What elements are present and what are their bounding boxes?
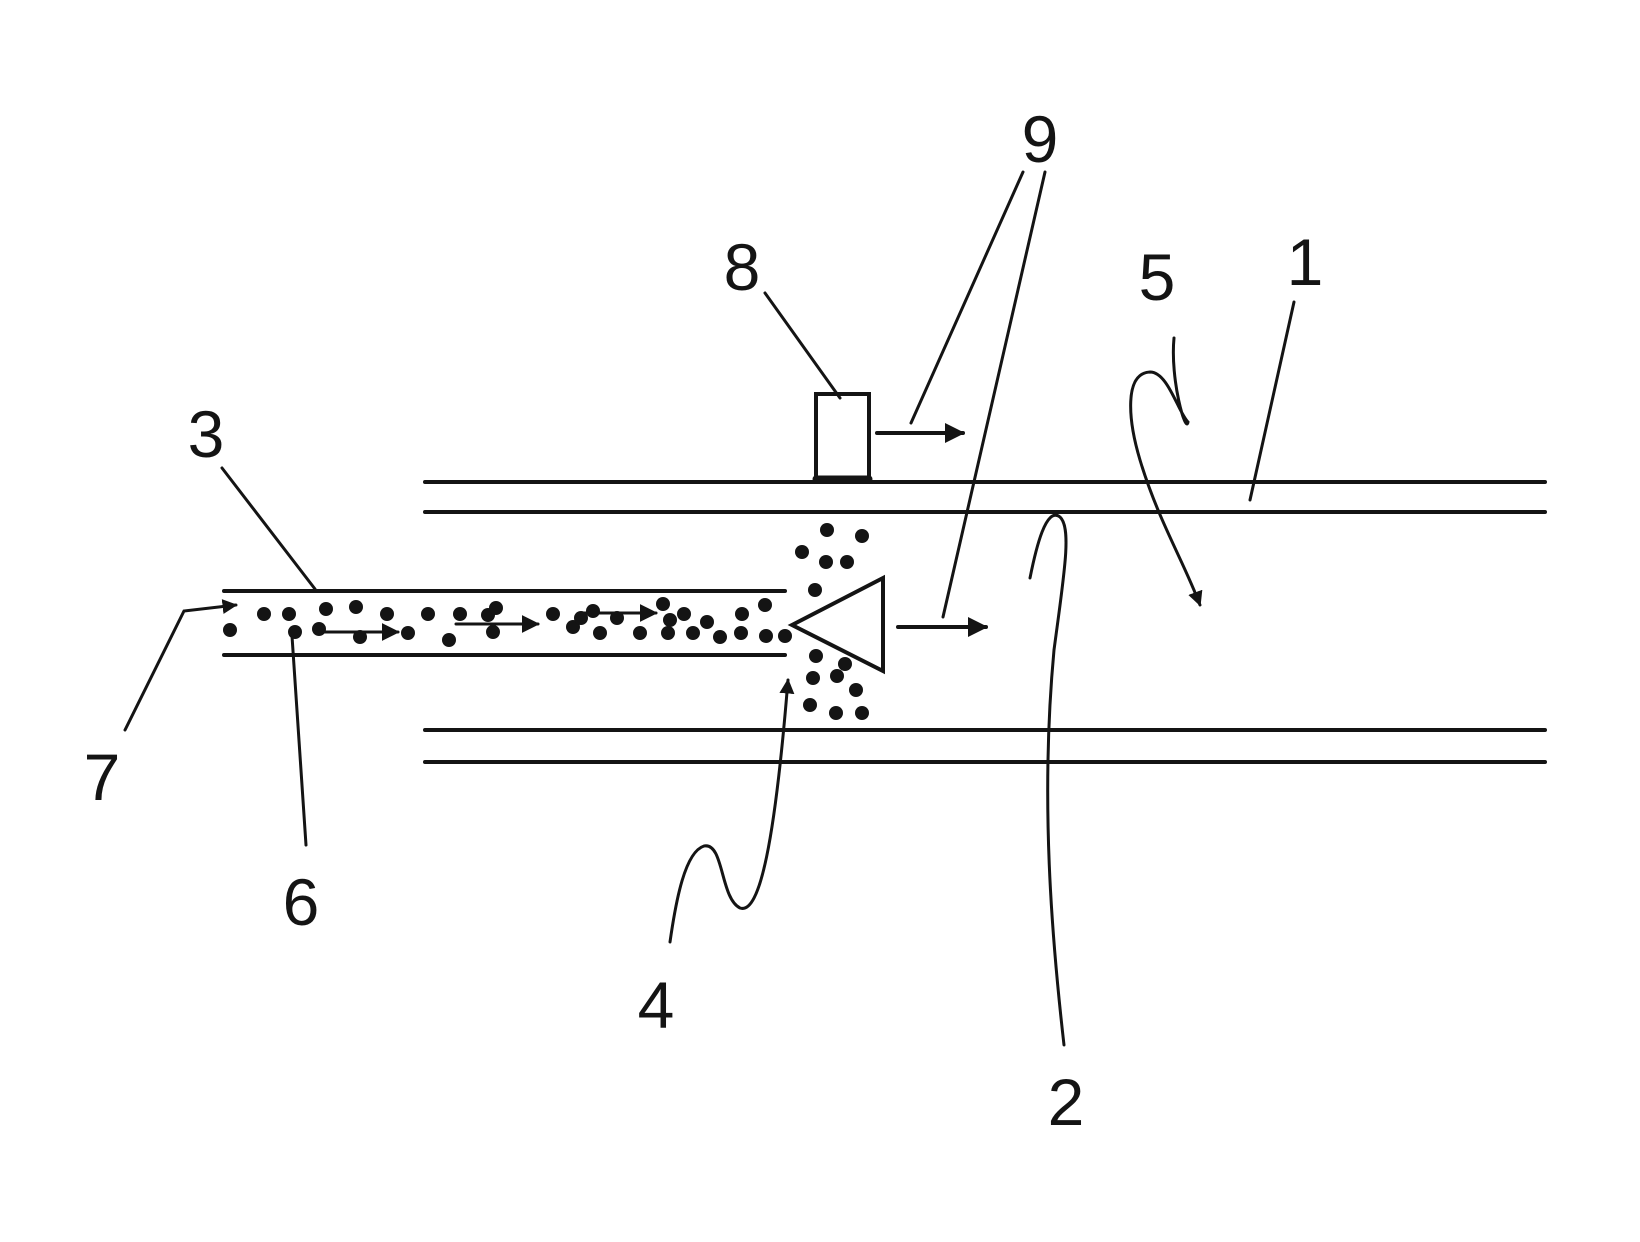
deflector-triangle: [792, 578, 883, 671]
particle: [593, 626, 607, 640]
particle: [661, 626, 675, 640]
label-flap: 2: [1048, 1065, 1085, 1139]
particle: [808, 583, 822, 597]
particle: [686, 626, 700, 640]
particle: [713, 630, 727, 644]
leader-line-7: [125, 605, 236, 730]
label-inlet: 7: [84, 740, 121, 814]
particle: [830, 669, 844, 683]
particle: [223, 623, 237, 637]
particle: [442, 633, 456, 647]
particle: [829, 706, 843, 720]
leader-line-9a: [911, 172, 1023, 423]
particle: [700, 615, 714, 629]
particle: [586, 604, 600, 618]
leader-line-8: [765, 293, 840, 398]
leader-line-1: [1250, 302, 1294, 500]
particle: [759, 629, 773, 643]
particle: [421, 607, 435, 621]
particle: [819, 555, 833, 569]
particle: [401, 626, 415, 640]
particle: [288, 625, 302, 639]
particle: [778, 629, 792, 643]
leader-line-5: [1131, 338, 1200, 605]
particle: [282, 607, 296, 621]
label-particles: 6: [283, 865, 320, 939]
label-flow-direction: 9: [1022, 102, 1059, 176]
particle: [656, 597, 670, 611]
particle: [349, 600, 363, 614]
particle: [855, 529, 869, 543]
particles-in-tube: [223, 597, 792, 647]
particle: [803, 698, 817, 712]
particle: [838, 657, 852, 671]
particle: [319, 602, 333, 616]
label-particle-cloud: 4: [638, 968, 675, 1042]
particle: [633, 626, 647, 640]
particle: [610, 611, 624, 625]
particle: [809, 649, 823, 663]
particle: [663, 613, 677, 627]
sensor-box: [816, 394, 869, 479]
particle: [795, 545, 809, 559]
label-outer-tube: 1: [1287, 225, 1324, 299]
leader-line-4: [670, 680, 788, 942]
leader-line-2: [1030, 515, 1066, 1045]
particle: [257, 607, 271, 621]
particle: [353, 630, 367, 644]
particle: [489, 601, 503, 615]
particle: [546, 607, 560, 621]
leader-line-6: [292, 636, 306, 845]
particle: [380, 607, 394, 621]
particle: [758, 598, 772, 612]
label-sensor: 8: [724, 230, 761, 304]
particle: [312, 622, 326, 636]
particle: [574, 611, 588, 625]
particle: [677, 607, 691, 621]
label-inner-tube: 3: [188, 397, 225, 471]
particle: [806, 671, 820, 685]
particle: [820, 523, 834, 537]
label-flow-region: 5: [1139, 240, 1176, 314]
particle: [453, 607, 467, 621]
leader-line-3: [222, 468, 315, 589]
particle: [486, 625, 500, 639]
particle: [840, 555, 854, 569]
particle: [849, 683, 863, 697]
particle: [734, 626, 748, 640]
particle-cloud: [795, 523, 869, 720]
particle: [735, 607, 749, 621]
particle: [855, 706, 869, 720]
